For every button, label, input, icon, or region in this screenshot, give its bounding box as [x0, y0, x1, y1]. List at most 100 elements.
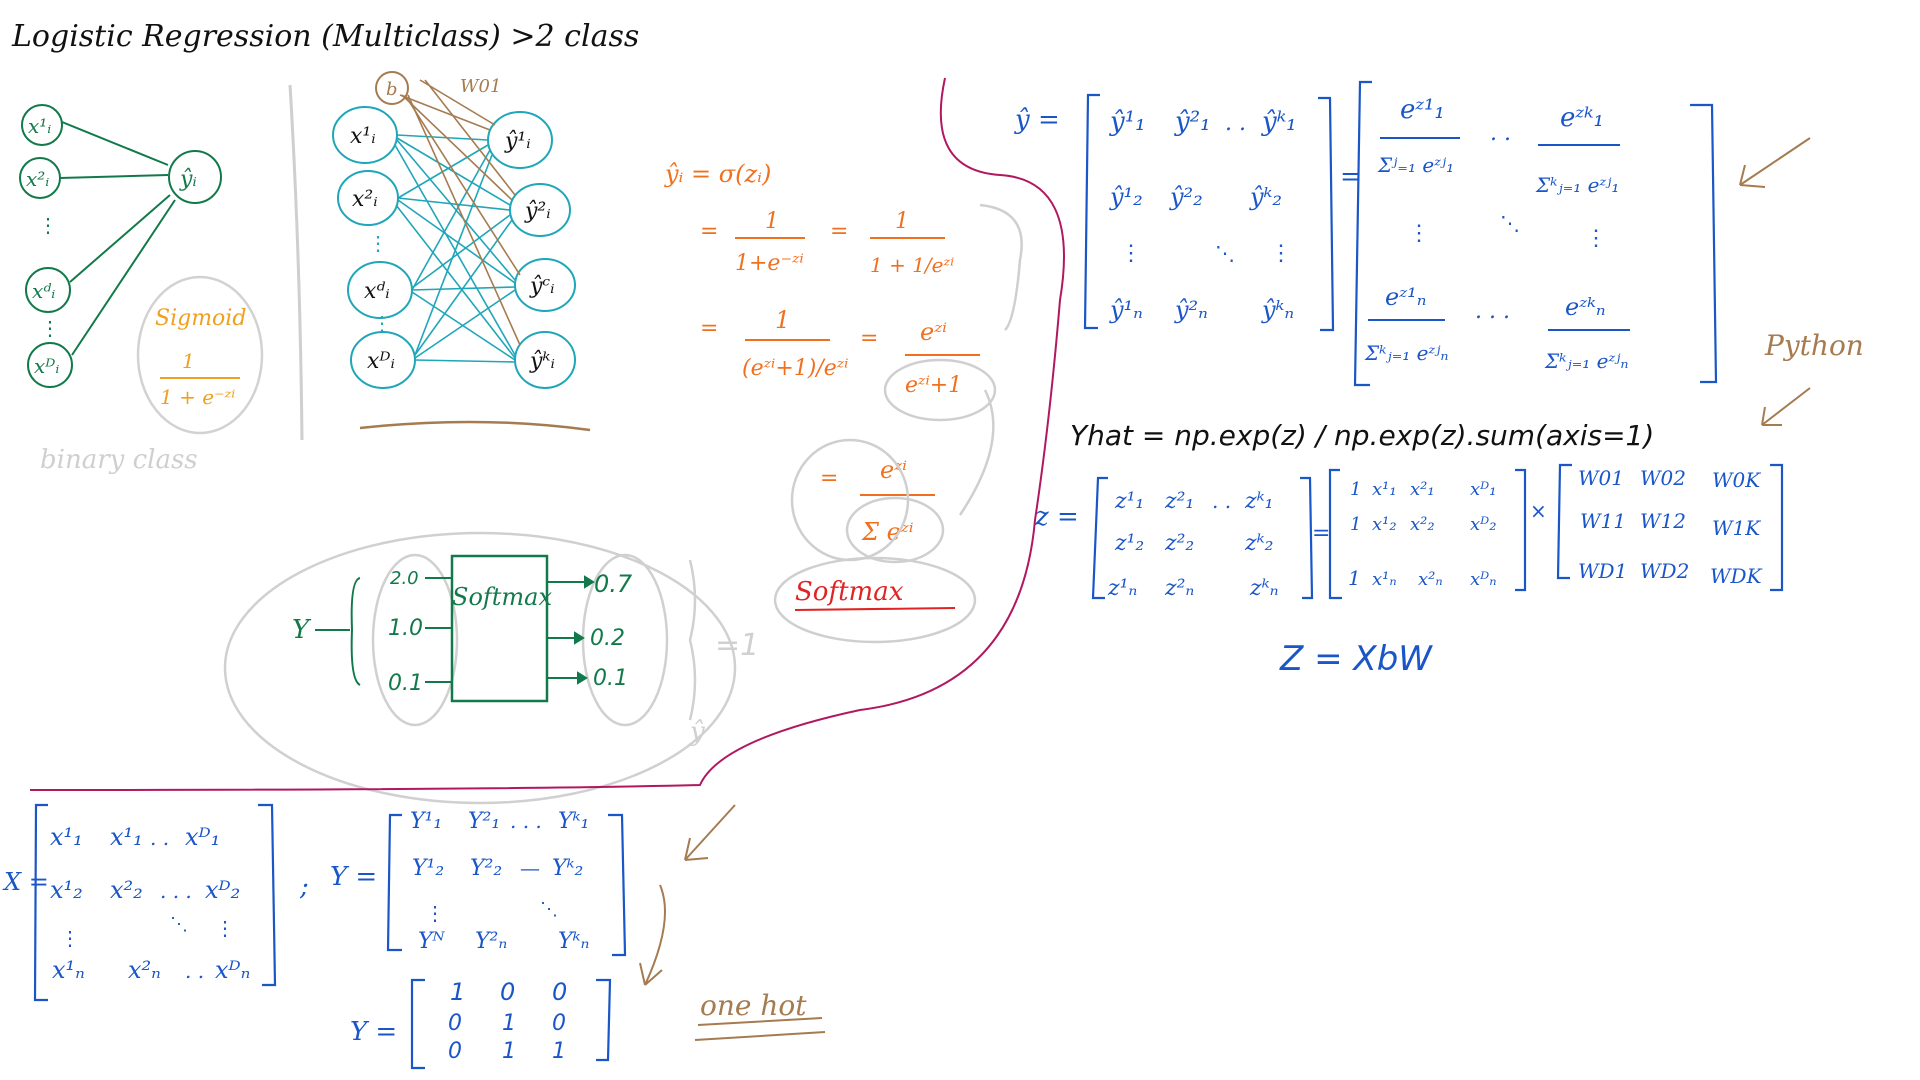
xd-cell-2-0: 1	[1350, 514, 1361, 535]
svg-text:. .: . .	[1225, 111, 1246, 136]
sigmoid-bubble	[136, 275, 264, 435]
onehot-matrix-cells: 1 0 0 0 1 0 0 1 1	[448, 978, 567, 1064]
onehot-cell-3-1: 0	[448, 1039, 462, 1064]
svg-text:=: =	[830, 219, 848, 244]
softmax-sum-label: =1	[715, 628, 759, 663]
page-title: Logistic Regression (Multiclass) >2 clas…	[11, 19, 639, 54]
y-cell-2-1: Y¹₂	[412, 856, 444, 881]
w-bracket-left	[1556, 463, 1572, 580]
x-cell-2-D: xᴰ₂	[205, 876, 240, 904]
softmax-outer-bubble	[223, 531, 737, 805]
softmax-cell-n-1-den: Σᵏⱼ₌₁ eᶻʲₙ	[1364, 341, 1449, 365]
multi-output-label-1: ŷ¹ᵢ	[504, 129, 531, 154]
softmax-y-label: Y	[292, 615, 312, 645]
softmax-output-arrows	[547, 575, 595, 685]
derivation-line-2: = 1 1+e⁻ᶻⁱ = 1 1 + 1/eᶻⁱ	[700, 209, 954, 277]
w-cell-0-K: W0K	[1712, 468, 1761, 492]
svg-text:⋮: ⋮	[372, 313, 392, 335]
softmax-output-bubble	[581, 553, 669, 727]
gray-arrow-curve	[958, 389, 995, 516]
multiclass-network: ⋮ ⋮	[332, 71, 576, 389]
yhat-bracket-left	[1083, 93, 1100, 330]
z-bracket-left	[1091, 476, 1108, 600]
y-matrix-bracket-left	[386, 813, 402, 952]
svg-text:=: =	[700, 316, 718, 341]
y-cell-1-2: Y²₁	[468, 809, 500, 834]
onehot-matrix-lhs: Y =	[350, 1017, 397, 1047]
svg-text:⋱: ⋱	[1215, 243, 1235, 265]
onehot-cell-2-3: 0	[552, 1011, 566, 1036]
onehot-underline-2	[694, 1031, 826, 1041]
binary-input-label-1: x¹ᵢ	[28, 114, 51, 138]
softmax-matrix-bracket-right	[1690, 103, 1718, 384]
y-matrix-bracket-right	[608, 813, 627, 957]
y-cell-2-2: Y²₂	[470, 856, 502, 881]
xd-cell-1-0: 1	[1350, 479, 1361, 500]
y-cell-2-k: Yᵏ₂	[552, 856, 583, 881]
xd-cell-1-2: x²₁	[1410, 479, 1435, 500]
y-cell-n-2: Y²ₙ	[475, 929, 507, 954]
svg-text:⋮: ⋮	[38, 215, 58, 237]
svg-text:⋮: ⋮	[368, 233, 388, 255]
svg-text:. . .: . . .	[160, 879, 192, 903]
z-bracket-right	[1300, 476, 1314, 600]
x-matrix-bracket-left	[33, 803, 48, 1002]
softmax-box-label: Softmax	[452, 583, 552, 611]
y-cell-1-1: Y¹₁	[410, 809, 442, 834]
yhat-equals: =	[1340, 162, 1362, 192]
softmax-input-1: 2.0	[390, 568, 419, 589]
multi-output-label-c: ŷᶜᵢ	[529, 274, 555, 299]
derivation-l3b-den: eᶻⁱ+1	[905, 373, 962, 398]
softmax-cell-n-1-num: eᶻ¹ₙ	[1385, 283, 1427, 311]
y-cell-1-k: Yᵏ₁	[558, 809, 589, 834]
w-cell-D-1: WD1	[1578, 559, 1627, 583]
softmax-matrix-cells: eᶻ¹₁ Σʲ₌₁ eᶻʲ₁ . . eᶻᵏ₁ Σᵏⱼ₌₁ eᶻʲ₁ ⋮ ⋱ ⋮…	[1364, 95, 1630, 373]
yhat-matrix-cells: ŷ¹₁ ŷ²₁ . . ŷᵏ₁ ŷ¹₂ ŷ²₂ ŷᵏ₂ ⋮ ⋱ ⋮ ŷ¹ₙ ŷ²…	[1109, 107, 1297, 324]
w-cell-D-2: WD2	[1640, 559, 1689, 583]
w-bracket-right	[1770, 463, 1784, 592]
onehot-underline-1	[697, 1017, 823, 1026]
z-cell-1-k: zᵏ₁	[1244, 489, 1273, 514]
x-matrix-lhs: X =	[2, 868, 49, 896]
softmax-heading-bubble	[773, 556, 977, 644]
onehot-cell-2-2: 1	[502, 1011, 516, 1036]
svg-text:. .: . .	[150, 826, 169, 850]
yhat-cell-n-1: ŷ¹ₙ	[1109, 296, 1143, 324]
highlight-bubble-1	[883, 358, 997, 422]
svg-text:⋮: ⋮	[1270, 240, 1292, 265]
onehot-cell-3-3: 1	[552, 1039, 566, 1064]
z-eq-lhs: z =	[1034, 502, 1079, 532]
onehot-cell-1-2: 0	[500, 978, 515, 1006]
x-cell-2-1: x¹₂	[50, 876, 83, 904]
xd-cell-1-1: x¹₁	[1372, 479, 1397, 500]
z-cell-2-k: zᵏ₂	[1244, 531, 1273, 556]
softmax-input-bubble	[371, 553, 459, 727]
binary-input-node-d	[25, 267, 71, 313]
multi-output-label-k: ŷᵏᵢ	[529, 349, 555, 374]
multi-input-label-d: xᵈᵢ	[364, 279, 390, 304]
svg-text:=: =	[820, 466, 838, 491]
yhat-cell-n-k: ŷᵏₙ	[1261, 296, 1294, 324]
svg-text:. . .: . . .	[510, 809, 542, 833]
sigmoid-label: Sigmoid	[155, 306, 246, 331]
brown-arrow-python	[1761, 387, 1811, 426]
svg-text:. .: . .	[185, 959, 204, 983]
derivation-line-3: = 1 (eᶻⁱ+1)/eᶻⁱ = eᶻⁱ eᶻⁱ+1	[700, 306, 980, 398]
y-matrix-cells: Y¹₁ Y²₁ . . . Yᵏ₁ Y¹₂ Y²₂ — Yᵏ₂ ⋮ ⋱ Yᴺ Y…	[410, 809, 589, 954]
softmax-underline	[794, 607, 956, 611]
z-cell-2-1: z¹₂	[1114, 531, 1144, 556]
z-cell-n-2: z²ₙ	[1164, 576, 1194, 601]
svg-text:⋮: ⋮	[60, 928, 80, 950]
w-matrix-cells: W01 W02 W0K W11 W12 W1K WD1 WD2 WDK	[1578, 466, 1763, 588]
xd-cell-n-1: x¹ₙ	[1372, 569, 1397, 590]
svg-text:⋮: ⋮	[215, 918, 235, 940]
svg-text:⋮: ⋮	[40, 318, 60, 340]
x-matrix-cells: x¹₁ x¹₁ . . xᴰ₁ x¹₂ x²₂ . . . xᴰ₂ ⋮ ⋱ ⋮ …	[50, 823, 250, 984]
xd-cell-2-D: xᴰ₂	[1470, 514, 1496, 535]
softmax-cell-1-1-num: eᶻ¹₁	[1400, 95, 1445, 125]
binary-output-label: ŷᵢ	[179, 167, 197, 192]
onehot-bracket-left	[410, 978, 425, 1070]
yhat-cell-1-k: ŷᵏ₁	[1261, 107, 1297, 137]
brown-arrow-onehot	[639, 884, 666, 986]
softmax-cell-n-k-num: eᶻᵏₙ	[1565, 293, 1606, 321]
